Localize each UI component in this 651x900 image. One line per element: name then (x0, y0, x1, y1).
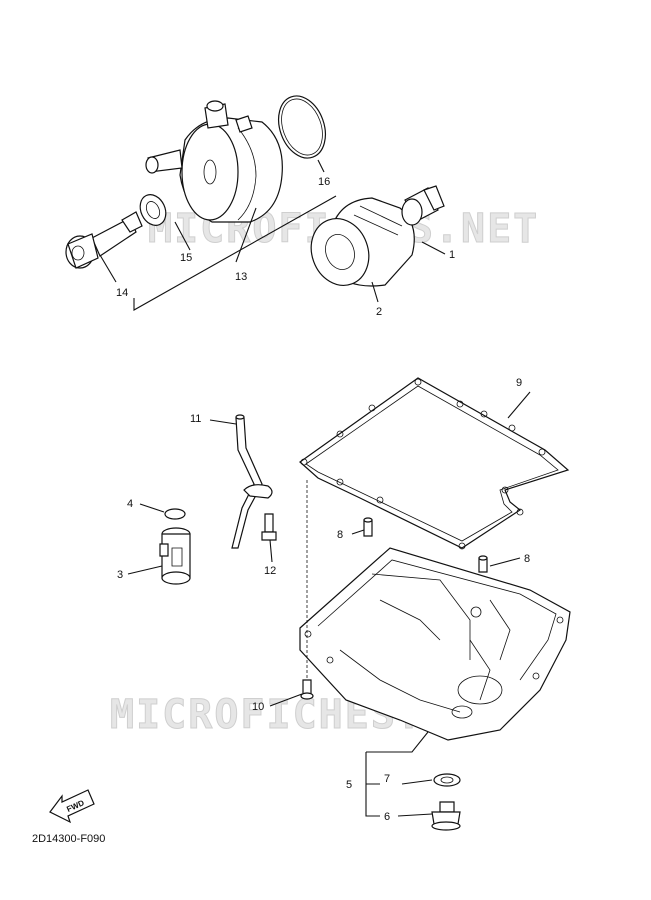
catalog-code: 2D14300-F090 (32, 833, 105, 845)
label-part-3: 3 (117, 569, 123, 581)
o-ring-part-16[interactable] (270, 89, 333, 164)
label-part-16: 16 (318, 176, 330, 188)
label-part-15: 15 (180, 252, 192, 264)
union-bolt-part-14[interactable] (65, 211, 143, 269)
label-part-1: 1 (449, 249, 455, 261)
pan-gasket-part-9[interactable] (299, 377, 570, 550)
label-part-4: 4 (127, 498, 133, 510)
drain-plug-part-6[interactable] (431, 801, 461, 831)
dowel-pin-part-8a[interactable] (363, 517, 373, 537)
label-part-11: 11 (190, 413, 201, 425)
o-ring-part-4[interactable] (164, 508, 186, 520)
label-part-2: 2 (376, 306, 382, 318)
label-part-8b: 8 (524, 553, 530, 565)
fitting-part-1[interactable] (401, 185, 445, 226)
label-part-6: 6 (384, 811, 390, 823)
label-part-7: 7 (384, 773, 390, 785)
label-part-5: 5 (346, 779, 352, 791)
gasket-part-15[interactable] (135, 190, 170, 229)
relief-valve-part-3[interactable] (159, 527, 191, 585)
oil-pan[interactable] (299, 547, 571, 741)
oil-filter-part-2[interactable] (302, 197, 415, 294)
oil-cooler-part-13[interactable] (145, 100, 283, 223)
fwd-arrow-icon: FWD (49, 789, 95, 824)
label-part-10: 10 (252, 701, 264, 713)
pipe-part-11[interactable] (231, 414, 273, 549)
label-part-12: 12 (264, 565, 276, 577)
bolt-part-12[interactable] (261, 513, 277, 541)
label-part-14: 14 (116, 287, 128, 299)
label-part-8a: 8 (337, 529, 343, 541)
washer-part-7[interactable] (433, 773, 461, 787)
label-part-9: 9 (516, 377, 522, 389)
bolt-part-10[interactable] (300, 480, 314, 700)
dowel-pin-part-8b[interactable] (478, 555, 488, 573)
label-part-13: 13 (235, 271, 247, 283)
